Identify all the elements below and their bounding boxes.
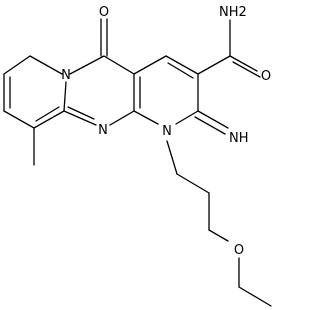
bond: [63, 110, 97, 126]
bond: [63, 81, 67, 112]
bond: [103, 55, 135, 75]
amide-nh2-text: NH2: [219, 5, 247, 20]
structure-drawing: N N N O NH2 O NH O: [3, 5, 272, 307]
amide-oxygen: O: [261, 69, 271, 84]
bond: [67, 106, 95, 120]
bond: [29, 55, 63, 75]
bond: [133, 110, 159, 125]
bond: [197, 55, 231, 75]
bond: [176, 173, 210, 194]
bond: [166, 140, 178, 175]
bond: [133, 55, 167, 75]
bond: [3, 110, 35, 129]
bond: [3, 55, 31, 75]
bond: [208, 229, 229, 242]
ether-oxygen: O: [234, 243, 244, 258]
bond: [109, 110, 135, 126]
bond: [165, 55, 199, 75]
ring-n-substituted: N: [162, 124, 172, 139]
ring-n-pyrido: N: [61, 68, 71, 83]
bond: [33, 110, 65, 129]
bond: [232, 61, 261, 78]
bond: [35, 106, 60, 122]
bond: [229, 55, 258, 72]
carbonyl-oxygen: O: [99, 5, 109, 20]
bond: [69, 55, 105, 75]
bond: [238, 286, 272, 307]
bond: [194, 116, 226, 135]
imine-nh: NH: [229, 131, 249, 146]
bond: [175, 110, 199, 125]
atom-labels: N N N O NH2 O NH O: [61, 5, 271, 258]
ring-n-pyrimidine: N: [98, 123, 108, 138]
bond-lines: [3, 18, 272, 307]
bond: [197, 110, 229, 129]
amide-nh2: NH2: [219, 5, 247, 20]
bond: [167, 62, 194, 79]
